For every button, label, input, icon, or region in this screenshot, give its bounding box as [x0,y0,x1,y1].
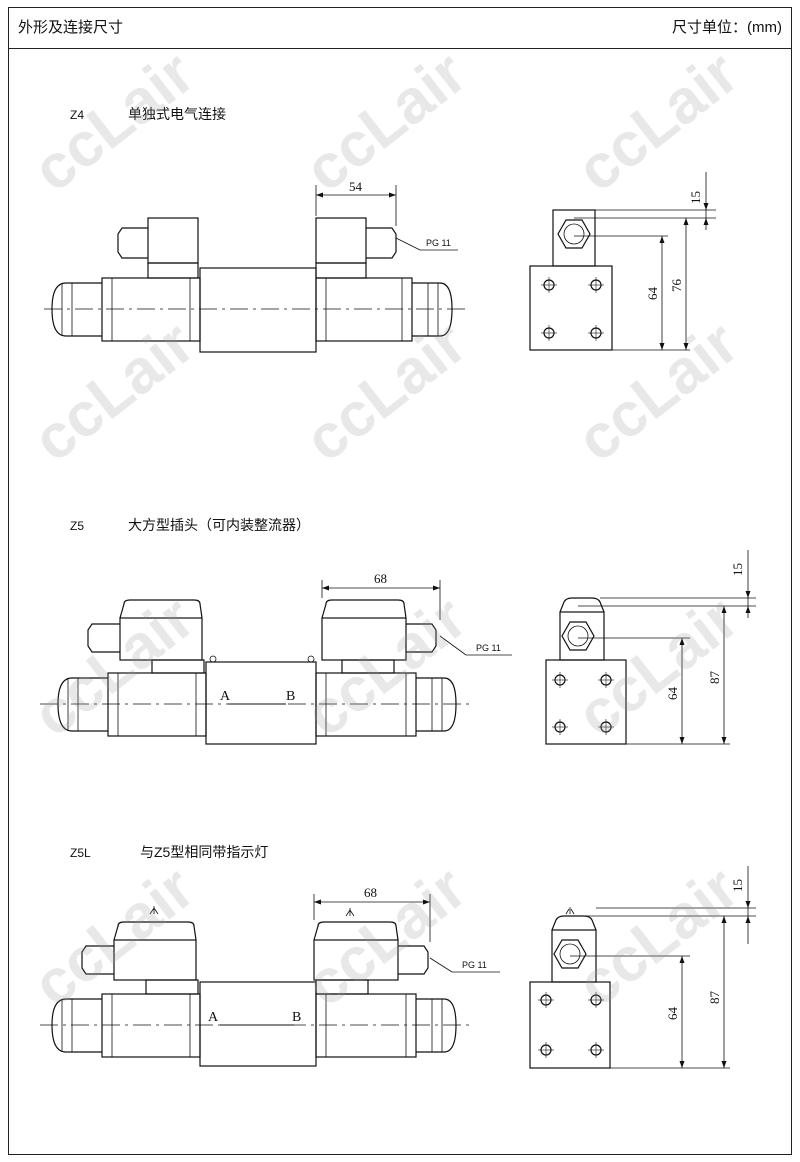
section-z5-title: 大方型插头（可内装整流器） [128,517,310,533]
z5-port-a: A [220,689,231,704]
z5-side-view [545,550,756,745]
section-z5-code: Z5 [70,519,85,533]
z4-side-view [529,172,716,351]
z4-front-view [44,185,466,353]
z4-dim-64: 64 [645,287,660,301]
z5-front-view [40,580,512,745]
z5l-side-view [529,866,756,1069]
drawing-frame [8,7,792,1155]
section-z4-code: Z4 [70,108,85,122]
z5l-port-a: A [208,1010,219,1025]
section-z5l-code: Z5L [70,846,91,860]
z5l-dim-15: 15 [730,879,745,892]
z4-dim-15: 15 [688,191,703,204]
z5-port-b: B [286,689,295,704]
z4-dim-76: 76 [669,279,684,293]
page-title: 外形及连接尺寸 [18,19,124,36]
z5-dim-15: 15 [730,563,745,576]
z5l-front-view [40,894,500,1067]
z5l-port-label: PG 11 [462,960,487,970]
z5l-dim-68: 68 [364,885,377,900]
z5l-dim-64: 64 [665,1007,680,1021]
z5-port-label: PG 11 [476,643,501,653]
section-z4-title: 单独式电气连接 [128,106,226,122]
z5l-dim-87: 87 [707,991,722,1005]
section-z5l-title: 与Z5型相同带指示灯 [140,844,269,860]
z5-dim-68: 68 [374,571,387,586]
z5l-port-b: B [292,1010,301,1025]
z4-dim-54: 54 [349,179,363,194]
z5-dim-87: 87 [707,671,722,685]
header-divider [8,48,792,49]
z4-port-label: PG 11 [426,238,451,248]
z5-dim-64: 64 [665,687,680,701]
unit-label: 尺寸单位：(mm) [672,19,782,36]
